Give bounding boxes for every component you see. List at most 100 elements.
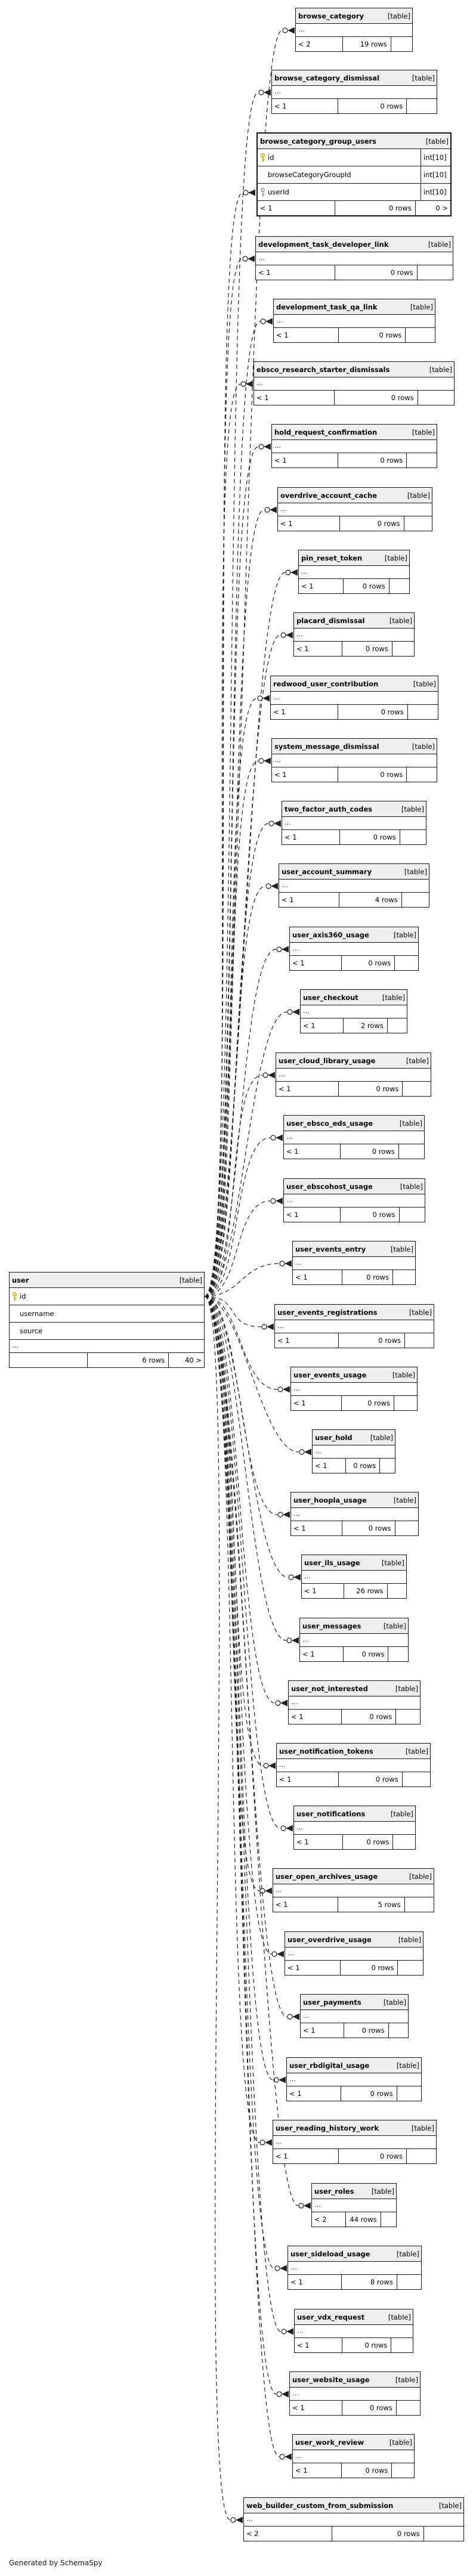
table-header[interactable]: user_ebscohost_usage [table] (284, 1179, 425, 1194)
parents-count: < 1 (302, 1650, 315, 1658)
table-header[interactable]: redwood_user_contribution [table] (271, 676, 438, 692)
table-node-user_account_summary[interactable]: user_account_summary [table] ... < 1 4 r… (279, 863, 429, 908)
table-node-ebsco_research_starter_dismissals[interactable]: ebsco_research_starter_dismissals [table… (253, 361, 455, 405)
table-node-user_messages[interactable]: user_messages [table] ... < 1 0 rows (299, 1618, 409, 1662)
table-header[interactable]: user_hoopla_usage [table] (291, 1493, 418, 1508)
parents-count (10, 1353, 87, 1367)
table-node-user_ebsco_eds_usage[interactable]: user_ebsco_eds_usage [table] ... < 1 0 r… (283, 1115, 425, 1159)
table-node-system_message_dismissal[interactable]: system_message_dismissal [table] ... < 1… (271, 738, 437, 782)
table-header[interactable]: browse_category_group_users [table] (258, 134, 450, 149)
table-node-user_roles[interactable]: user_roles [table] ... < 2 44 rows (311, 2183, 397, 2227)
table-node-development_task_qa_link[interactable]: development_task_qa_link [table] ... < 1… (273, 299, 435, 343)
crow-foot-arrow (304, 1448, 311, 1456)
table-node-user_hold[interactable]: user_hold [table] ... < 1 0 rows (312, 1429, 395, 1473)
relationship-edge (204, 886, 266, 1297)
table-header[interactable]: user_account_summary [table] (279, 864, 429, 880)
table-node-browse_category_group_users[interactable]: browse_category_group_users [table] id i… (256, 132, 452, 216)
table-header[interactable]: web_builder_custom_from_submission [tabl… (244, 2498, 463, 2513)
table-header[interactable]: user_website_usage [table] (290, 2372, 420, 2388)
table-header[interactable]: user_roles [table] (312, 2184, 396, 2199)
row-count: 19 rows (342, 37, 391, 51)
table-node-user_open_archives_usage[interactable]: user_open_archives_usage [table] ... < 1… (273, 1868, 434, 1912)
table-header[interactable]: system_message_dismissal [table] (272, 739, 437, 754)
table-header[interactable]: user_rbdigital_usage [table] (287, 2058, 421, 2073)
table-node-user_rbdigital_usage[interactable]: user_rbdigital_usage [table] ... < 1 0 r… (286, 2057, 422, 2101)
table-node-user_ils_usage[interactable]: user_ils_usage [table] ... < 1 26 rows (301, 1555, 407, 1599)
table-node-placard_dismissal[interactable]: placard_dismissal [table] ... < 1 0 rows (293, 612, 415, 657)
table-node-development_task_developer_link[interactable]: development_task_developer_link [table] … (255, 236, 453, 280)
table-header[interactable]: user_sideload_usage [table] (288, 2246, 421, 2262)
relationship-edge (204, 509, 265, 1297)
table-header[interactable]: user_cloud_library_usage [table] (276, 1053, 431, 1069)
table-node-user_notifications[interactable]: user_notifications [table] ... < 1 0 row… (293, 1806, 416, 1850)
table-node-user_notification_tokens[interactable]: user_notification_tokens [table] ... < 1… (276, 1743, 431, 1787)
table-node-pin_reset_token[interactable]: pin_reset_token [table] ... < 1 0 rows (298, 550, 410, 594)
table-header[interactable]: user_events_registrations [table] (275, 1305, 434, 1320)
table-header[interactable]: user_work_review [table] (293, 2435, 414, 2450)
table-node-web_builder_custom_from_submission[interactable]: web_builder_custom_from_submission [tabl… (243, 2497, 464, 2541)
table-header[interactable]: user_messages [table] (300, 1618, 408, 1634)
table-header[interactable]: browse_category [table] (296, 8, 412, 24)
table-node-user[interactable]: user [table] id username source ... 6 ro… (9, 1272, 205, 1368)
table-node-user_events_usage[interactable]: user_events_usage [table] ... < 1 0 rows (290, 1367, 418, 1411)
table-header[interactable]: user_overdrive_usage [table] (285, 1932, 423, 1948)
table-node-user_checkout[interactable]: user_checkout [table] ... < 1 2 rows (300, 989, 407, 1033)
table-tag: [table] (399, 1119, 422, 1128)
table-node-user_website_usage[interactable]: user_website_usage [table] ... < 1 0 row… (289, 2371, 421, 2416)
table-header[interactable]: pin_reset_token [table] (299, 550, 409, 566)
table-header[interactable]: user_ebsco_eds_usage [table] (284, 1116, 424, 1131)
table-header[interactable]: user_notification_tokens [table] (277, 1744, 430, 1759)
table-tag: [table] (425, 137, 449, 145)
table-header[interactable]: user_checkout [table] (301, 990, 407, 1005)
table-header[interactable]: browse_category_dismissal [table] (272, 70, 437, 86)
table-node-browse_category[interactable]: browse_category [table] ... < 2 19 rows (295, 8, 413, 52)
columns-ellipsis: ... (294, 628, 414, 642)
table-node-redwood_user_contribution[interactable]: redwood_user_contribution [table] ... < … (270, 676, 438, 720)
children-count (402, 893, 429, 907)
table-header[interactable]: development_task_qa_link [table] (274, 299, 435, 315)
table-header[interactable]: user_events_usage [table] (291, 1367, 417, 1383)
table-header[interactable]: placard_dismissal [table] (294, 613, 414, 628)
table-node-hold_request_confirmation[interactable]: hold_request_confirmation [table] ... < … (271, 424, 437, 468)
table-node-user_ebscohost_usage[interactable]: user_ebscohost_usage [table] ... < 1 0 r… (283, 1178, 425, 1222)
table-header[interactable]: user_ils_usage [table] (302, 1555, 406, 1571)
table-node-user_reading_history_work[interactable]: user_reading_history_work [table] ... < … (273, 2120, 437, 2164)
table-node-two_factor_auth_codes[interactable]: two_factor_auth_codes [table] ... < 1 0 … (282, 801, 426, 845)
table-node-user_hoopla_usage[interactable]: user_hoopla_usage [table] ... < 1 0 rows (290, 1492, 419, 1536)
table-node-user_work_review[interactable]: user_work_review [table] ... < 1 0 rows (292, 2434, 415, 2478)
table-node-user_events_entry[interactable]: user_events_entry [table] ... < 1 0 rows (292, 1241, 416, 1285)
table-header[interactable]: user_vdx_request [table] (295, 2309, 413, 2325)
table-node-user_axis360_usage[interactable]: user_axis360_usage [table] ... < 1 0 row… (289, 927, 419, 971)
zero-or-many-circle (270, 1135, 276, 1141)
table-node-user_vdx_request[interactable]: user_vdx_request [table] ... < 1 0 rows (294, 2309, 413, 2353)
crow-foot-arrow (264, 757, 271, 764)
table-header[interactable]: user_payments [table] (301, 1995, 408, 2010)
table-header[interactable]: two_factor_auth_codes [table] (282, 801, 426, 817)
table-footer: < 1 0 rows (284, 1208, 425, 1222)
table-header[interactable]: user_hold [table] (313, 1430, 395, 1445)
parents-count: < 1 (274, 770, 287, 779)
table-node-user_payments[interactable]: user_payments [table] ... < 1 0 rows (300, 1994, 409, 2038)
table-node-user_not_interested[interactable]: user_not_interested [table] ... < 1 0 ro… (288, 1680, 421, 1724)
table-header[interactable]: development_task_developer_link [table] (256, 237, 453, 252)
zero-or-many-circle (230, 2517, 236, 2523)
table-header[interactable]: ebsco_research_starter_dismissals [table… (254, 362, 454, 377)
table-node-overdrive_account_cache[interactable]: overdrive_account_cache [table] ... < 1 … (277, 487, 432, 531)
table-header[interactable]: user_notifications [table] (294, 1806, 415, 1822)
table-node-user_sideload_usage[interactable]: user_sideload_usage [table] ... < 1 8 ro… (287, 2246, 422, 2290)
table-node-user_events_registrations[interactable]: user_events_registrations [table] ... < … (274, 1304, 434, 1348)
table-node-browse_category_dismissal[interactable]: browse_category_dismissal [table] ... < … (271, 70, 437, 114)
table-header[interactable]: user_reading_history_work [table] (273, 2120, 436, 2136)
table-node-user_cloud_library_usage[interactable]: user_cloud_library_usage [table] ... < 1… (276, 1052, 431, 1097)
table-header[interactable]: user_events_entry [table] (293, 1241, 415, 1257)
table-header[interactable]: hold_request_confirmation [table] (272, 425, 437, 440)
table-tag: [table] (396, 2249, 419, 2258)
table-name: user_open_archives_usage (276, 1872, 378, 1881)
table-header[interactable]: overdrive_account_cache [table] (278, 488, 432, 503)
table-node-user_overdrive_usage[interactable]: user_overdrive_usage [table] ... < 1 0 r… (285, 1931, 423, 1976)
table-header[interactable]: user [table] (10, 1272, 204, 1288)
table-header[interactable]: user_axis360_usage [table] (290, 927, 418, 943)
table-header[interactable]: user_not_interested [table] (289, 1681, 420, 1696)
table-tag: [table] (396, 2061, 419, 2070)
table-header[interactable]: user_open_archives_usage [table] (273, 1869, 434, 1884)
